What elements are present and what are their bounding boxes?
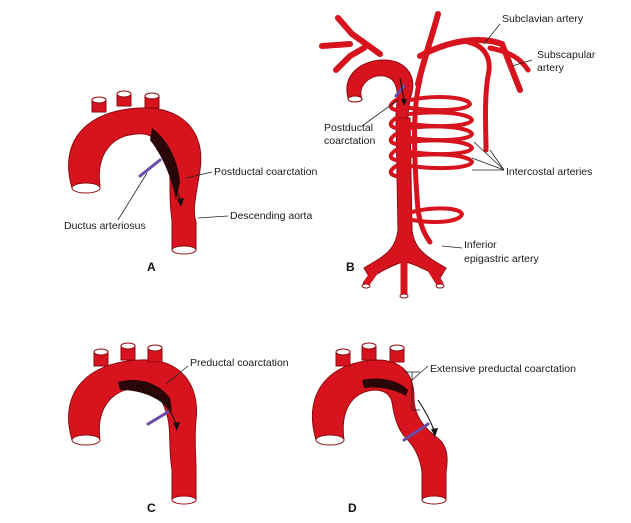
label-subscapular-artery-line1: Subscapular (537, 49, 596, 61)
label-postductal-coarctation-b-line1: Postductal (324, 122, 373, 134)
label-postductal-coarctation-b-line2: coarctation (324, 135, 376, 147)
panel-c: Preductal coarctation C (69, 343, 289, 515)
panel-d-labels: Extensive preductal coarctation (412, 363, 576, 380)
panel-c-aorta (69, 343, 197, 504)
panel-letter-b: B (346, 260, 355, 274)
label-preductal-coarctation: Preductal coarctation (190, 357, 289, 369)
label-subclavian-artery: Subclavian artery (502, 13, 584, 25)
label-inferior-epigastric-line2: epigastric artery (464, 253, 539, 265)
label-extensive-preductal-coarctation: Extensive preductal coarctation (430, 363, 576, 375)
panel-letter-a: A (147, 260, 156, 274)
label-postductal-coarctation-a: Postductal coarctation (214, 166, 317, 178)
label-intercostal-arteries: Intercostal arteries (506, 166, 592, 178)
panel-letter-d: D (348, 501, 357, 515)
panel-d: Extensive preductal coarctation D (312, 343, 576, 515)
label-descending-aorta: Descending aorta (230, 210, 312, 222)
label-subscapular-artery-line2: artery (537, 62, 565, 74)
label-inferior-epigastric-line1: Inferior (464, 239, 497, 251)
panel-a: Postductal coarctation Ductus arteriosus… (64, 91, 317, 274)
panel-letter-c: C (147, 501, 156, 515)
panel-b: Subclavian artery Subscapular artery Pos… (322, 13, 596, 298)
label-ductus-arteriosus: Ductus arteriosus (64, 220, 146, 232)
